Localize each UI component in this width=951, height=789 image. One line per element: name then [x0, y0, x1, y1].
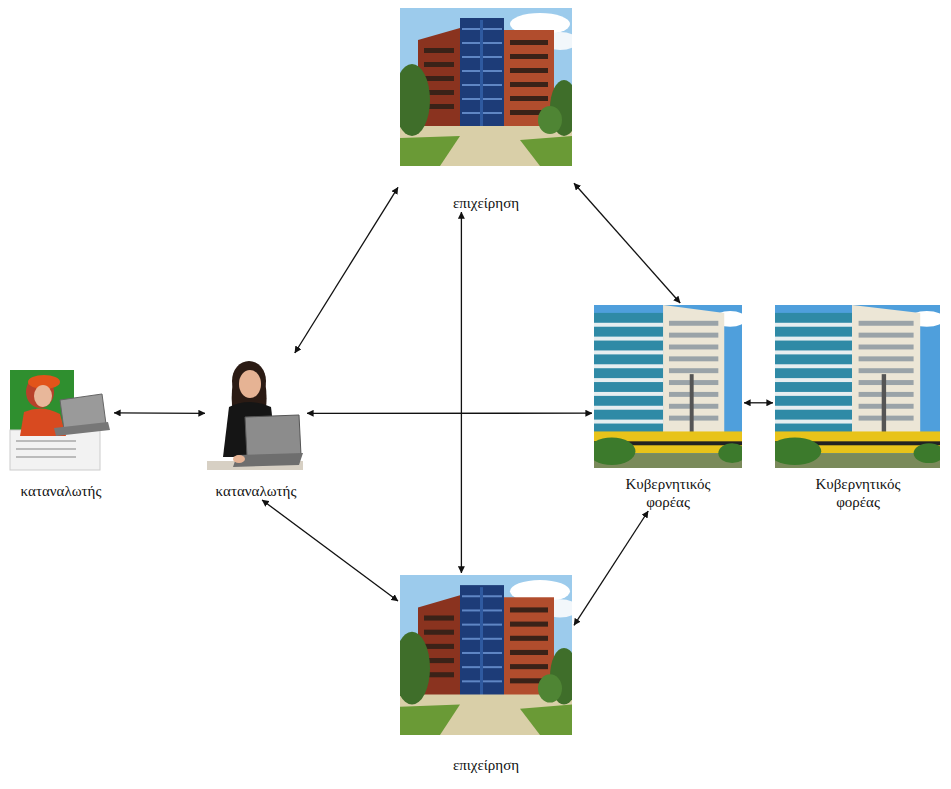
node-label: Κυβερνητικός φορέας — [612, 475, 724, 511]
consumer-picture — [207, 355, 303, 470]
double-arrow — [461, 212, 462, 573]
consumer-picture-part — [16, 440, 76, 442]
double-arrow — [295, 187, 398, 353]
picture-node: καταναλωτής — [8, 368, 114, 500]
consumer-picture-part — [233, 455, 245, 463]
picture-space — [592, 303, 744, 469]
picture-space — [8, 368, 114, 470]
double-arrow — [307, 413, 592, 414]
picture-node: επιχείρηση — [398, 573, 574, 774]
government-picture-part — [588, 305, 746, 468]
consumer-picture-part — [233, 453, 303, 467]
node-label: επιχείρηση — [411, 194, 561, 212]
double-arrow — [114, 412, 205, 414]
double-arrow — [574, 511, 648, 625]
node-label: Κυβερνητικός φορέας — [802, 475, 914, 511]
picture-space — [205, 353, 307, 470]
consumer-picture-part — [239, 370, 261, 398]
consumer-picture-part — [245, 415, 301, 457]
double-arrow — [574, 183, 680, 303]
picture-space — [398, 6, 574, 166]
node-label: καταναλωτής — [205, 482, 307, 500]
picture-node: καταναλωτής — [205, 353, 307, 500]
business-picture-part — [394, 8, 578, 166]
picture-node: Κυβερνητικός φορέας — [592, 303, 744, 511]
node-label: επιχείρηση — [411, 756, 561, 774]
government-picture — [588, 305, 746, 468]
consumer-picture-part — [34, 385, 52, 407]
consumer-picture-part — [16, 456, 76, 458]
business-picture-part — [394, 575, 578, 735]
double-arrow — [744, 402, 773, 403]
consumer-picture-part — [207, 355, 303, 470]
government-picture-part — [768, 305, 944, 468]
consumer-picture — [10, 370, 112, 470]
government-picture — [768, 305, 944, 468]
business-picture — [394, 575, 578, 735]
picture-node: Κυβερνητικός φορέας — [773, 303, 943, 511]
picture-space — [398, 573, 574, 736]
consumer-picture-part — [54, 422, 110, 436]
double-arrow — [262, 500, 398, 601]
consumer-picture-part — [10, 370, 112, 470]
consumer-picture-part — [16, 448, 76, 450]
picture-node: επιχείρηση — [398, 6, 574, 212]
business-picture — [394, 8, 578, 166]
picture-space — [773, 303, 943, 469]
node-label: καταναλωτής — [8, 482, 114, 500]
